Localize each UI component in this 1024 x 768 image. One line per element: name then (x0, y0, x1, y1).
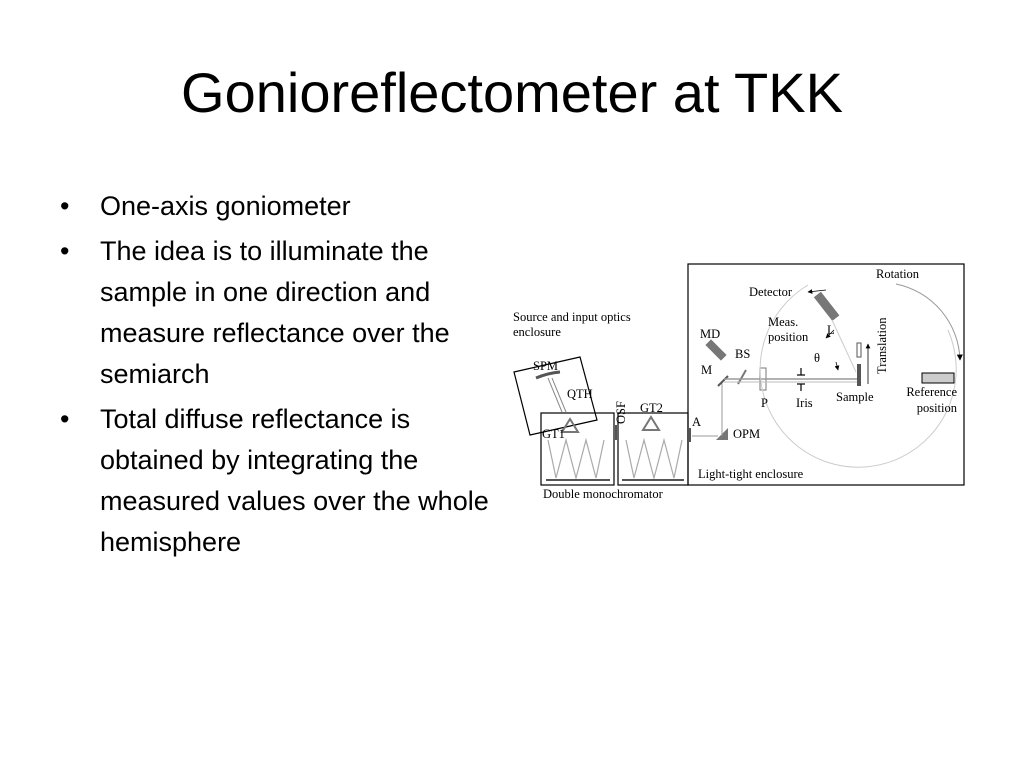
source-beam (551, 377, 567, 413)
theta-arrow (825, 329, 835, 339)
m-mirror (717, 375, 729, 387)
label-p: P (761, 396, 768, 410)
label-gt1: GT1 (542, 427, 565, 441)
detector-arrow (807, 289, 827, 294)
bullet-item: • One-axis goniometer (60, 186, 500, 227)
label-osf: OSF (614, 401, 628, 424)
monochromator-box-2 (617, 412, 689, 486)
slide-title: Gonioreflectometer at TKK (181, 61, 843, 124)
label-opm: OPM (733, 427, 760, 441)
spm-mirror (535, 370, 561, 380)
theta-arrow (834, 361, 840, 371)
bullet-text: Total diffuse reflectance is obtained by… (100, 404, 489, 557)
bullet-marker: • (60, 236, 70, 266)
source-beam (547, 377, 563, 413)
detector-to-sample (831, 319, 857, 373)
detector (813, 291, 840, 321)
bullet-list: • One-axis goniometer • The idea is to i… (60, 186, 500, 567)
label-double-monochromator: Double monochromator (543, 487, 664, 501)
label-iris: Iris (796, 396, 813, 410)
sample (857, 364, 861, 386)
label-meas-position: Meas. (768, 315, 798, 329)
mono-beam-2 (625, 437, 683, 481)
rotation-circle (759, 284, 957, 468)
label-reference-position: Reference (906, 385, 957, 399)
label-a: A (692, 415, 701, 429)
label-qth: QTH (567, 387, 593, 401)
source-enclosure (513, 356, 598, 436)
light-tight-enclosure (687, 263, 965, 486)
label-detector: Detector (749, 285, 793, 299)
monochromator-box-1 (540, 412, 615, 486)
bullet-text: One-axis goniometer (100, 191, 351, 221)
bullet-item: • The idea is to illuminate the sample i… (60, 231, 500, 395)
gonioreflectometer-diagram: Source and input optics enclosure SPM QT… (513, 263, 965, 501)
bullet-text: The idea is to illuminate the sample in … (100, 236, 450, 389)
label-gt2: GT2 (640, 401, 663, 415)
bullet-marker: • (60, 404, 70, 434)
label-source-enclosure: enclosure (513, 325, 561, 339)
bullet-marker: • (60, 191, 70, 221)
label-bs: BS (735, 347, 750, 361)
label-l: L (827, 323, 835, 337)
label-md: MD (700, 327, 720, 341)
bullet-item: • Total diffuse reflectance is obtained … (60, 399, 500, 563)
mono-beam-1 (547, 437, 605, 481)
label-theta: θ (814, 351, 820, 365)
gt2-grating (641, 415, 661, 431)
rotation-arrow (895, 283, 963, 361)
sample-translation-position (856, 342, 862, 358)
label-reference-position: position (917, 401, 958, 415)
gt1-grating (560, 417, 580, 433)
label-m: M (701, 363, 712, 377)
label-sample: Sample (836, 390, 874, 404)
label-translation: Translation (875, 317, 889, 374)
label-meas-position: position (768, 330, 809, 344)
label-light-tight-enclosure: Light-tight enclosure (698, 467, 804, 481)
label-rotation: Rotation (876, 267, 920, 281)
label-spm: SPM (533, 359, 558, 373)
md-detector (705, 339, 727, 361)
label-source-enclosure: Source and input optics (513, 310, 631, 324)
reference-position (921, 372, 955, 384)
